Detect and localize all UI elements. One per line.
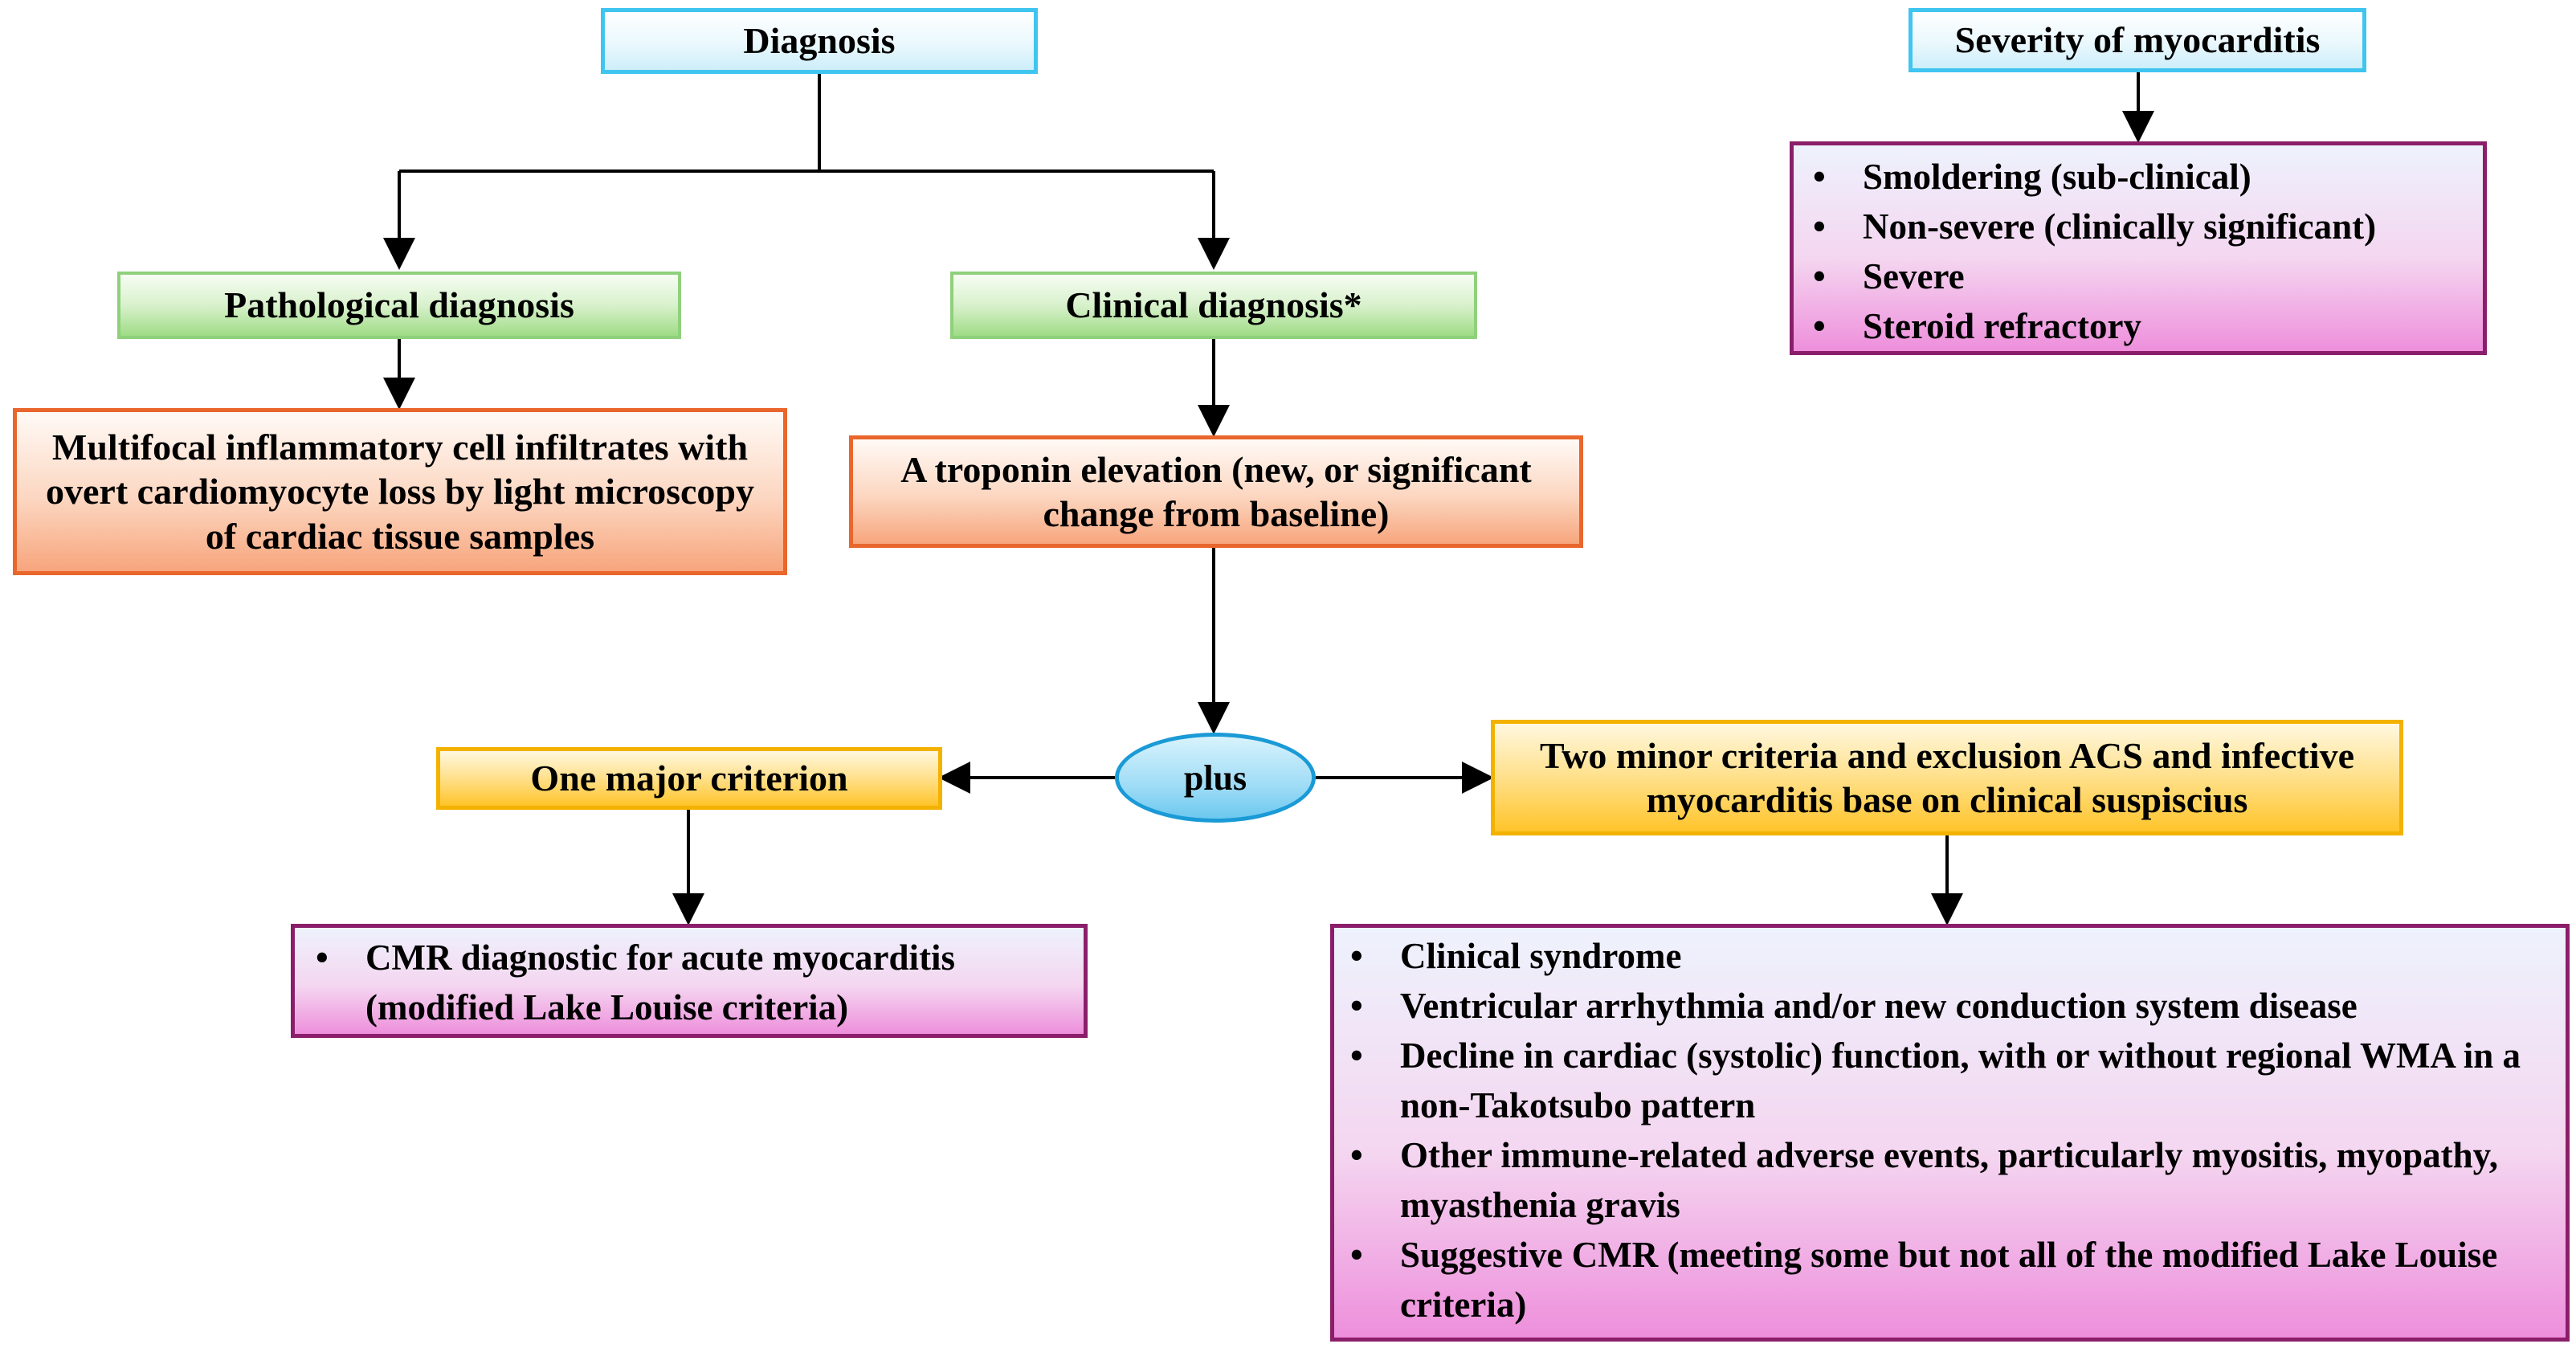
major-criterion-list: CMR diagnostic for acute myocarditis (mo… [291,924,1088,1038]
clinical-diagnosis-box: Clinical diagnosis* [950,272,1477,339]
diagnosis-box: Diagnosis [601,8,1038,74]
severity-box: Severity of myocarditis [1909,8,2366,72]
minor-item: Other immune-related adverse events, par… [1350,1130,2549,1230]
pathological-detail-box: Multifocal inflammatory cell infiltrates… [13,408,787,575]
minor-item: Clinical syndrome [1350,931,2549,981]
plus-oval: plus [1115,733,1316,823]
troponin-text: A troponin elevation (new, or significan… [900,448,1532,534]
minor-item: Ventricular arrhythmia and/or new conduc… [1350,981,2549,1031]
minor-criteria-list: Clinical syndrome Ventricular arrhythmia… [1330,924,2570,1342]
plus-label: plus [1183,758,1247,798]
troponin-box: A troponin elevation (new, or significan… [849,435,1583,548]
severity-list: Smoldering (sub-clinical) Non-severe (cl… [1790,141,2487,355]
minor-criteria-label: Two minor criteria and exclusion ACS and… [1539,734,2355,820]
diagnosis-label: Diagnosis [743,20,896,62]
minor-item: Suggestive CMR (meeting some but not all… [1350,1230,2549,1330]
severity-label: Severity of myocarditis [1954,19,2321,61]
minor-item: Decline in cardiac (systolic) function, … [1350,1031,2549,1130]
pathological-detail-text: Multifocal inflammatory cell infiltrates… [46,427,754,557]
major-criterion-box: One major criterion [436,747,942,810]
pathological-diagnosis-box: Pathological diagnosis [117,272,681,339]
severity-item: Severe [1813,251,2467,301]
major-item: CMR diagnostic for acute myocarditis (mo… [316,933,1068,1032]
severity-item: Smoldering (sub-clinical) [1813,152,2467,202]
pathological-diagnosis-label: Pathological diagnosis [224,284,574,326]
severity-item: Steroid refractory [1813,301,2467,351]
minor-criteria-box: Two minor criteria and exclusion ACS and… [1491,720,2403,835]
clinical-diagnosis-label: Clinical diagnosis* [1065,284,1362,326]
major-criterion-label: One major criterion [530,758,848,799]
severity-item: Non-severe (clinically significant) [1813,202,2467,251]
